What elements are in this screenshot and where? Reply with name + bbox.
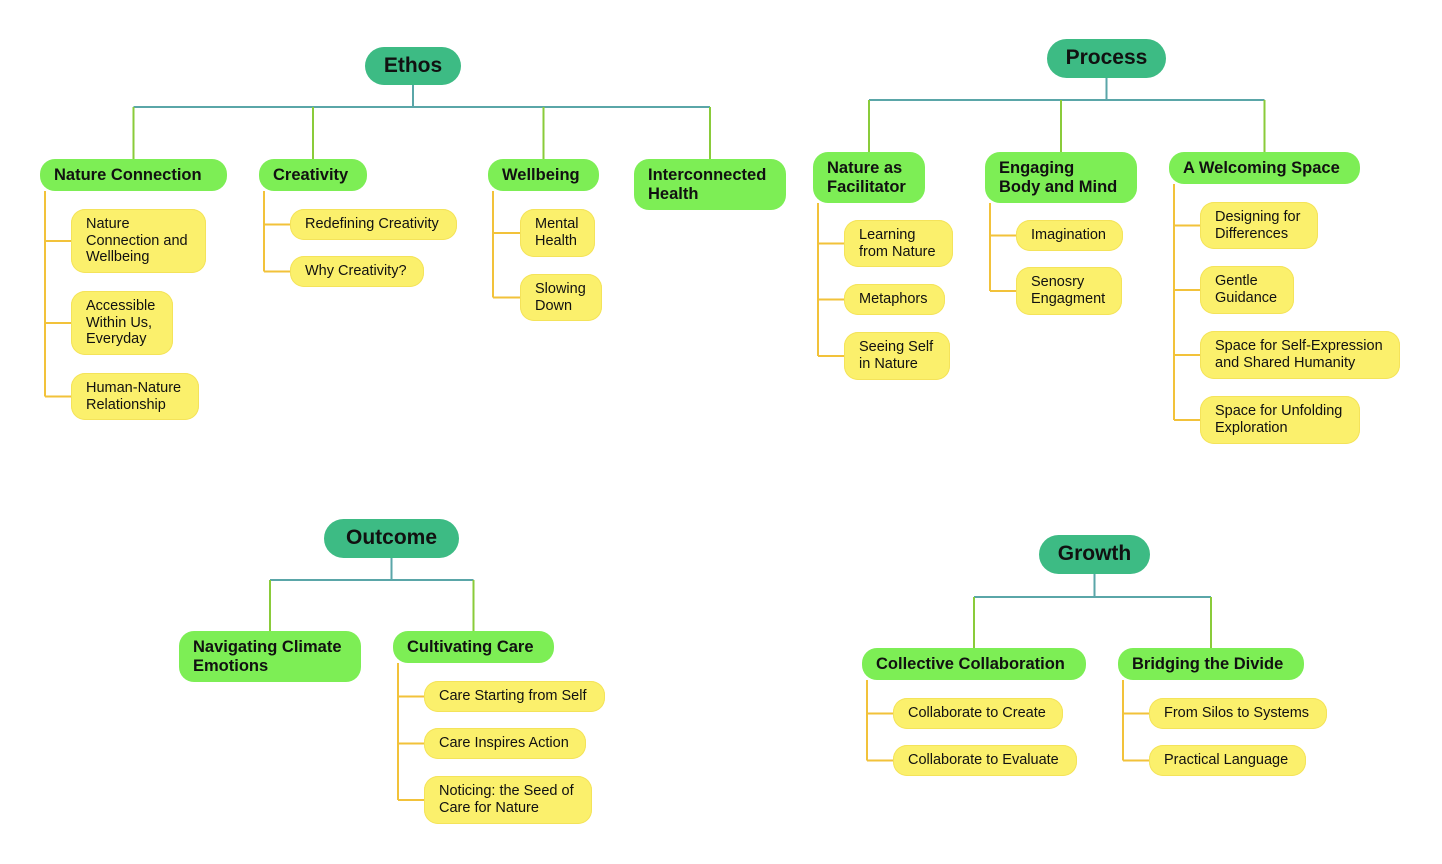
leaf-node-why-creativity[interactable]: Why Creativity? [290,256,424,287]
leaf-node-practical-language[interactable]: Practical Language [1149,745,1306,776]
leaf-node-human-nature-relationship[interactable]: Human-Nature Relationship [71,373,199,420]
leaf-node-redefining-creativity[interactable]: Redefining Creativity [290,209,457,240]
branch-node-cultivating-care[interactable]: Cultivating Care [393,631,554,663]
branch-node-nature-as-facilitator[interactable]: Nature as Facilitator [813,152,925,203]
leaf-node-nature-connection-and-wellbeing[interactable]: Nature Connection and Wellbeing [71,209,206,273]
root-node-growth[interactable]: Growth [1039,535,1150,574]
root-node-outcome[interactable]: Outcome [324,519,459,558]
leaf-node-space-for-unfolding-exploration[interactable]: Space for Unfolding Exploration [1200,396,1360,444]
branch-node-interconnected-health[interactable]: Interconnected Health [634,159,786,210]
root-node-process[interactable]: Process [1047,39,1166,78]
leaf-node-care-inspires-action[interactable]: Care Inspires Action [424,728,586,759]
branch-node-collective-collaboration[interactable]: Collective Collaboration [862,648,1086,680]
leaf-node-learning-from-nature[interactable]: Learning from Nature [844,220,953,267]
leaf-node-senosry-engagment[interactable]: Senosry Engagment [1016,267,1122,315]
branch-node-navigating-climate-emotions[interactable]: Navigating Climate Emotions [179,631,361,682]
leaf-node-slowing-down[interactable]: Slowing Down [520,274,602,321]
leaf-node-imagination[interactable]: Imagination [1016,220,1123,251]
leaf-node-from-silos-to-systems[interactable]: From Silos to Systems [1149,698,1327,729]
branch-node-bridging-the-divide[interactable]: Bridging the Divide [1118,648,1304,680]
leaf-node-collaborate-to-create[interactable]: Collaborate to Create [893,698,1063,729]
leaf-node-accessible-within-us-everyday[interactable]: Accessible Within Us, Everyday [71,291,173,355]
branch-node-a-welcoming-space[interactable]: A Welcoming Space [1169,152,1360,184]
leaf-node-space-for-self-expression-and-shared-humanity[interactable]: Space for Self-Expression and Shared Hum… [1200,331,1400,379]
branch-node-creativity[interactable]: Creativity [259,159,367,191]
leaf-node-mental-health[interactable]: Mental Health [520,209,595,257]
leaf-node-collaborate-to-evaluate[interactable]: Collaborate to Evaluate [893,745,1077,776]
leaf-node-gentle-guidance[interactable]: Gentle Guidance [1200,266,1294,314]
leaf-node-care-starting-from-self[interactable]: Care Starting from Self [424,681,605,712]
branch-node-engaging-body-and-mind[interactable]: Engaging Body and Mind [985,152,1137,203]
branch-node-wellbeing[interactable]: Wellbeing [488,159,599,191]
leaf-node-seeing-self-in-nature[interactable]: Seeing Self in Nature [844,332,950,380]
leaf-node-noticing-the-seed-of-care-for-nature[interactable]: Noticing: the Seed of Care for Nature [424,776,592,824]
leaf-node-designing-for-differences[interactable]: Designing for Differences [1200,202,1318,249]
branch-node-nature-connection[interactable]: Nature Connection [40,159,227,191]
leaf-node-metaphors[interactable]: Metaphors [844,284,945,315]
root-node-ethos[interactable]: Ethos [365,47,461,85]
